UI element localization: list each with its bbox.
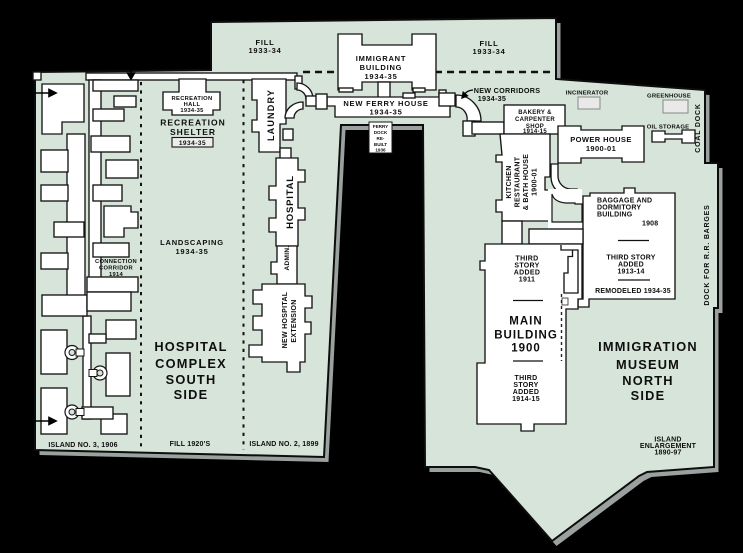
svg-text:HOSPITAL: HOSPITAL xyxy=(154,339,227,354)
svg-text:1933-34: 1933-34 xyxy=(248,46,281,55)
svg-text:& BATH HOUSE: & BATH HOUSE xyxy=(523,154,530,210)
svg-text:DOCK: DOCK xyxy=(374,130,388,135)
svg-text:1934-35: 1934-35 xyxy=(369,108,402,117)
svg-text:1914-15: 1914-15 xyxy=(523,129,547,135)
svg-text:1914-15: 1914-15 xyxy=(512,396,540,403)
svg-text:BUILT: BUILT xyxy=(374,142,387,147)
svg-text:DOCK FOR R.R. BARGES: DOCK FOR R.R. BARGES xyxy=(704,204,711,305)
svg-text:BAKERY &: BAKERY & xyxy=(518,110,552,116)
svg-text:BAGGAGE AND: BAGGAGE AND xyxy=(597,198,652,205)
svg-text:1913-14: 1913-14 xyxy=(617,269,644,276)
svg-text:1900: 1900 xyxy=(511,343,541,355)
svg-text:ADDED: ADDED xyxy=(513,389,539,396)
svg-text:ISLAND NO. 2, 1899: ISLAND NO. 2, 1899 xyxy=(249,441,318,448)
svg-text:NEW FERRY HOUSE: NEW FERRY HOUSE xyxy=(343,99,428,108)
svg-text:ISLAND: ISLAND xyxy=(654,437,681,444)
svg-text:FILL 1920'S: FILL 1920'S xyxy=(170,441,211,448)
svg-text:HOSPITAL: HOSPITAL xyxy=(285,175,296,229)
svg-text:FILL: FILL xyxy=(255,38,274,47)
svg-text:REMODELED 1934-35: REMODELED 1934-35 xyxy=(595,288,671,295)
svg-text:COAL DOCK: COAL DOCK xyxy=(695,103,702,152)
svg-text:RE-: RE- xyxy=(377,136,385,141)
svg-text:BUILDING: BUILDING xyxy=(360,63,403,72)
svg-text:LANDSCAPING: LANDSCAPING xyxy=(160,238,224,247)
svg-text:MAIN: MAIN xyxy=(509,316,542,328)
svg-text:1911: 1911 xyxy=(519,277,535,284)
svg-text:LAUNDRY: LAUNDRY xyxy=(266,89,276,141)
svg-text:CONNECTION: CONNECTION xyxy=(95,259,137,265)
svg-text:THIRD: THIRD xyxy=(516,256,539,263)
svg-text:SIDE: SIDE xyxy=(174,387,209,402)
svg-text:POWER HOUSE: POWER HOUSE xyxy=(570,135,632,144)
svg-text:1934-35: 1934-35 xyxy=(175,247,208,256)
svg-text:1934-35: 1934-35 xyxy=(478,94,506,103)
svg-text:1914: 1914 xyxy=(109,272,124,278)
svg-text:ADDED: ADDED xyxy=(618,262,644,269)
svg-text:THIRD STORY: THIRD STORY xyxy=(606,255,655,262)
svg-text:NORTH: NORTH xyxy=(622,373,674,388)
svg-text:ENLARGEMENT: ENLARGEMENT xyxy=(640,443,697,450)
svg-text:MUSEUM: MUSEUM xyxy=(616,357,680,372)
svg-text:1934-35: 1934-35 xyxy=(180,108,204,114)
svg-text:1934-35: 1934-35 xyxy=(364,72,397,81)
svg-text:CORRIDOR: CORRIDOR xyxy=(99,266,133,272)
svg-text:DORMITORY: DORMITORY xyxy=(597,205,641,212)
svg-text:RECREATION: RECREATION xyxy=(160,118,226,128)
svg-text:SOUTH: SOUTH xyxy=(166,372,217,387)
svg-text:GREENHOUSE: GREENHOUSE xyxy=(647,94,691,100)
svg-text:NEW HOSPITAL: NEW HOSPITAL xyxy=(282,291,289,348)
svg-text:ISLAND NO. 3, 1906: ISLAND NO. 3, 1906 xyxy=(48,442,117,449)
svg-text:BUILDING: BUILDING xyxy=(597,212,633,219)
svg-text:FERRY: FERRY xyxy=(373,124,388,129)
svg-text:BUILDING: BUILDING xyxy=(494,330,558,342)
svg-text:ADMIN.: ADMIN. xyxy=(284,246,291,271)
svg-text:SIDE: SIDE xyxy=(631,388,666,403)
svg-text:1936: 1936 xyxy=(375,148,386,153)
svg-text:HALL: HALL xyxy=(184,102,201,108)
svg-text:OIL STORAGE: OIL STORAGE xyxy=(647,125,690,131)
svg-text:SHELTER: SHELTER xyxy=(170,127,216,137)
svg-text:KITCHEN: KITCHEN xyxy=(506,165,513,198)
svg-text:EXTENSION: EXTENSION xyxy=(291,299,298,342)
svg-text:1934-35: 1934-35 xyxy=(179,140,206,147)
svg-text:IMMIGRATION: IMMIGRATION xyxy=(598,339,698,354)
svg-text:SHOP: SHOP xyxy=(526,124,544,130)
svg-text:RECREATION: RECREATION xyxy=(172,96,213,102)
svg-text:INCINERATOR: INCINERATOR xyxy=(566,91,609,97)
svg-text:STORY: STORY xyxy=(513,382,538,389)
svg-text:1900-01: 1900-01 xyxy=(532,168,539,196)
svg-text:COMPLEX: COMPLEX xyxy=(155,356,227,371)
svg-text:1890-97: 1890-97 xyxy=(654,450,681,457)
svg-text:STORY: STORY xyxy=(514,263,539,270)
svg-text:NEW CORRIDORS: NEW CORRIDORS xyxy=(474,86,541,95)
svg-text:IMMIGRANT: IMMIGRANT xyxy=(356,54,407,63)
svg-text:THIRD: THIRD xyxy=(515,375,538,382)
svg-text:RESTAURANT: RESTAURANT xyxy=(515,156,522,207)
svg-text:1908: 1908 xyxy=(642,221,658,228)
svg-text:FILL: FILL xyxy=(479,39,498,48)
svg-text:CARPENTER: CARPENTER xyxy=(515,117,555,123)
svg-text:1933-34: 1933-34 xyxy=(472,47,505,56)
svg-text:1900-01: 1900-01 xyxy=(586,144,616,153)
svg-text:ADDED: ADDED xyxy=(514,270,540,277)
